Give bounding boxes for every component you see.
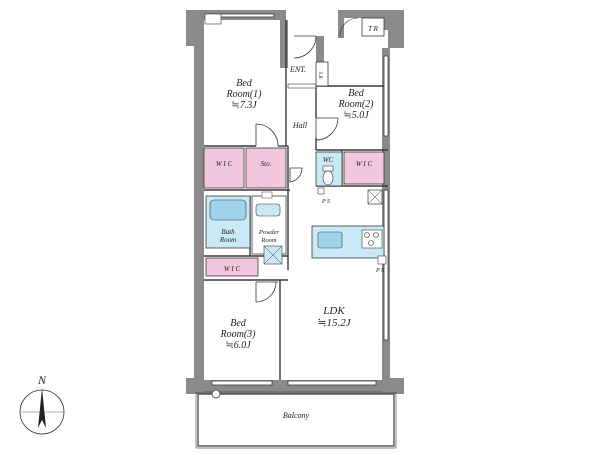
drain-icon: [211, 389, 221, 399]
wic-2: [343, 151, 385, 185]
shoe-box-label: S.B: [317, 72, 322, 79]
wic-1-label: W I C: [216, 160, 233, 168]
compass-north-icon: N: [19, 373, 65, 435]
bath-room-label: Room: [219, 236, 236, 244]
wic-2-label: W I C: [356, 160, 373, 168]
wic-1: [203, 147, 245, 189]
sink-kitchen-icon: [317, 231, 343, 249]
bed-room-1-sub: Room(1): [226, 89, 263, 100]
bed-room-1-name: Bed: [236, 78, 253, 89]
bath-room: Bath Room: [205, 195, 251, 249]
closets-row: W I C Sto. W I C: [203, 147, 385, 189]
powder-label: Powder: [258, 229, 280, 236]
bed-room-1-size: ≒7.3J: [231, 100, 257, 111]
sink-icon: [255, 203, 281, 217]
ldk-name: LDK: [322, 305, 345, 317]
bed-room-2-sub: Room(2): [338, 99, 375, 110]
entrance-label: ENT.: [289, 65, 306, 74]
wic-3: [205, 257, 259, 277]
hall-label: Hall: [292, 121, 308, 130]
north-label: N: [37, 373, 47, 387]
bed-room-1: Bed Room(1) ≒7.3J: [204, 13, 279, 147]
entrance-door: [293, 35, 317, 59]
storage-label: Sto.: [261, 160, 272, 168]
balcony: Balcony: [186, 386, 404, 449]
wic-3-label: W I C: [224, 265, 241, 273]
ps-2-label: P S: [375, 268, 384, 274]
bed-room-2: Bed Room(2) ≒5.0J: [315, 88, 375, 141]
tr-label: T R: [368, 25, 379, 33]
kitchen: P S: [311, 225, 387, 274]
bed3-door: [255, 281, 278, 303]
bed-room-3-sub: Room(3): [220, 329, 257, 340]
bed1-door: [255, 123, 279, 147]
ldk-size: ≒15.2J: [317, 317, 351, 329]
ldk-door: [289, 167, 303, 183]
ldk: LDK ≒15.2J: [289, 167, 352, 329]
bed2-door: [315, 117, 339, 141]
toilet-icon: [322, 165, 334, 186]
windows: [207, 13, 389, 386]
bed-room-2-name: Bed: [348, 88, 365, 99]
bed-room-2-size: ≒5.0J: [343, 110, 369, 121]
bath-label: Bath: [221, 228, 235, 236]
bathtub-icon: [209, 199, 247, 221]
bed-room-3-name: Bed: [230, 318, 247, 329]
entrance: ENT. S.B T R: [287, 17, 385, 89]
bed-room-3: Bed Room(3) ≒6.0J: [220, 281, 278, 351]
bed-room-3-size: ≒6.0J: [225, 340, 251, 351]
storage: [245, 147, 287, 189]
powder-room: Powder Room: [251, 191, 287, 265]
ps-1-label: P S: [321, 199, 330, 205]
wc: WC P S: [315, 151, 343, 205]
wc-label: WC: [323, 156, 334, 164]
balcony-label: Balcony: [283, 411, 310, 420]
shoe-box: [315, 61, 329, 87]
powder-room-label: Room: [260, 237, 276, 244]
washer-icon: [263, 245, 283, 265]
cooktop-icon: [361, 229, 383, 249]
